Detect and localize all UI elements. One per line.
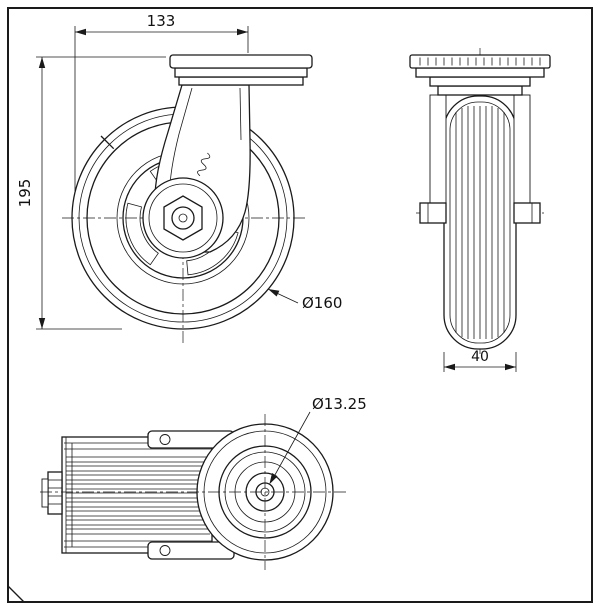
rim-mold-mark bbox=[100, 135, 115, 150]
top-plate-lower bbox=[174, 67, 308, 78]
plan-wheel bbox=[61, 436, 213, 554]
plan-axle-bolt bbox=[41, 471, 63, 515]
leader-arrowhead bbox=[268, 289, 280, 297]
arrowhead-right bbox=[237, 28, 248, 36]
spoke-slot bbox=[125, 202, 159, 266]
front-view bbox=[62, 54, 313, 344]
plate-lower bbox=[415, 67, 545, 78]
dimension-text-wheel-diameter: Ø160 bbox=[302, 294, 342, 312]
fork-leg-left bbox=[429, 94, 447, 222]
fork-leg-inner-contour bbox=[239, 87, 242, 141]
axle-bolt-left bbox=[419, 202, 447, 224]
top-plate-upper bbox=[169, 54, 313, 69]
dimension-text-width: 133 bbox=[147, 12, 176, 30]
side-wheel-inner-contour bbox=[449, 101, 511, 344]
arrowhead-right bbox=[505, 363, 516, 371]
hub-inner-circle bbox=[148, 183, 218, 253]
dimension-width-133: 133 bbox=[74, 12, 249, 191]
side-axle-bolts bbox=[419, 202, 541, 224]
leader-arrowhead bbox=[269, 473, 278, 485]
swivel-raceway-upper bbox=[429, 76, 531, 87]
leader-line bbox=[270, 411, 311, 483]
arrowhead-left bbox=[444, 363, 455, 371]
plan-wheel-outline bbox=[61, 436, 213, 554]
fork-bolt-top bbox=[159, 434, 171, 445]
plate-upper bbox=[409, 54, 551, 69]
axle-bolt-body bbox=[47, 471, 63, 515]
plan-fork-legs bbox=[147, 430, 235, 560]
axle-bolt-right bbox=[513, 202, 541, 224]
plan-tread-lines bbox=[66, 456, 210, 535]
brand-logo-icon bbox=[197, 152, 211, 177]
plate-hatch-ticks bbox=[419, 57, 541, 66]
arrowhead-down bbox=[38, 318, 46, 329]
axle-hex-nut bbox=[163, 195, 203, 241]
dimension-bolt-hole-13-25: Ø13.25 bbox=[269, 395, 367, 485]
side-view bbox=[409, 48, 551, 356]
dimension-text-bolt-hole: Ø13.25 bbox=[312, 395, 367, 413]
tread-grooves bbox=[455, 106, 505, 339]
arrowhead-left bbox=[75, 28, 86, 36]
arrowhead-up bbox=[38, 57, 46, 68]
wheel-hub bbox=[142, 177, 224, 259]
fork-bolt-bottom bbox=[159, 545, 171, 556]
fork-leg-right bbox=[513, 94, 531, 222]
axle-bolt-head bbox=[41, 478, 49, 508]
dimension-height-195: 195 bbox=[16, 56, 166, 330]
side-wheel bbox=[443, 95, 517, 350]
plan-view bbox=[40, 414, 348, 570]
dimension-text-wheel-width: 40 bbox=[471, 349, 489, 365]
drawing-frame bbox=[7, 7, 593, 603]
dimension-text-height: 195 bbox=[16, 179, 34, 208]
fork-crown-step bbox=[178, 76, 304, 86]
frame-border bbox=[7, 7, 593, 603]
frame-corner-tick bbox=[7, 585, 25, 603]
dimension-wheel-width-40: 40 bbox=[443, 349, 517, 372]
axle-bore-circle bbox=[171, 206, 195, 230]
side-top-plate bbox=[409, 54, 551, 96]
swivel-raceway-lower bbox=[437, 85, 523, 96]
axle-center-dot bbox=[178, 213, 188, 223]
dimension-wheel-diameter-160: Ø160 bbox=[267, 288, 342, 312]
